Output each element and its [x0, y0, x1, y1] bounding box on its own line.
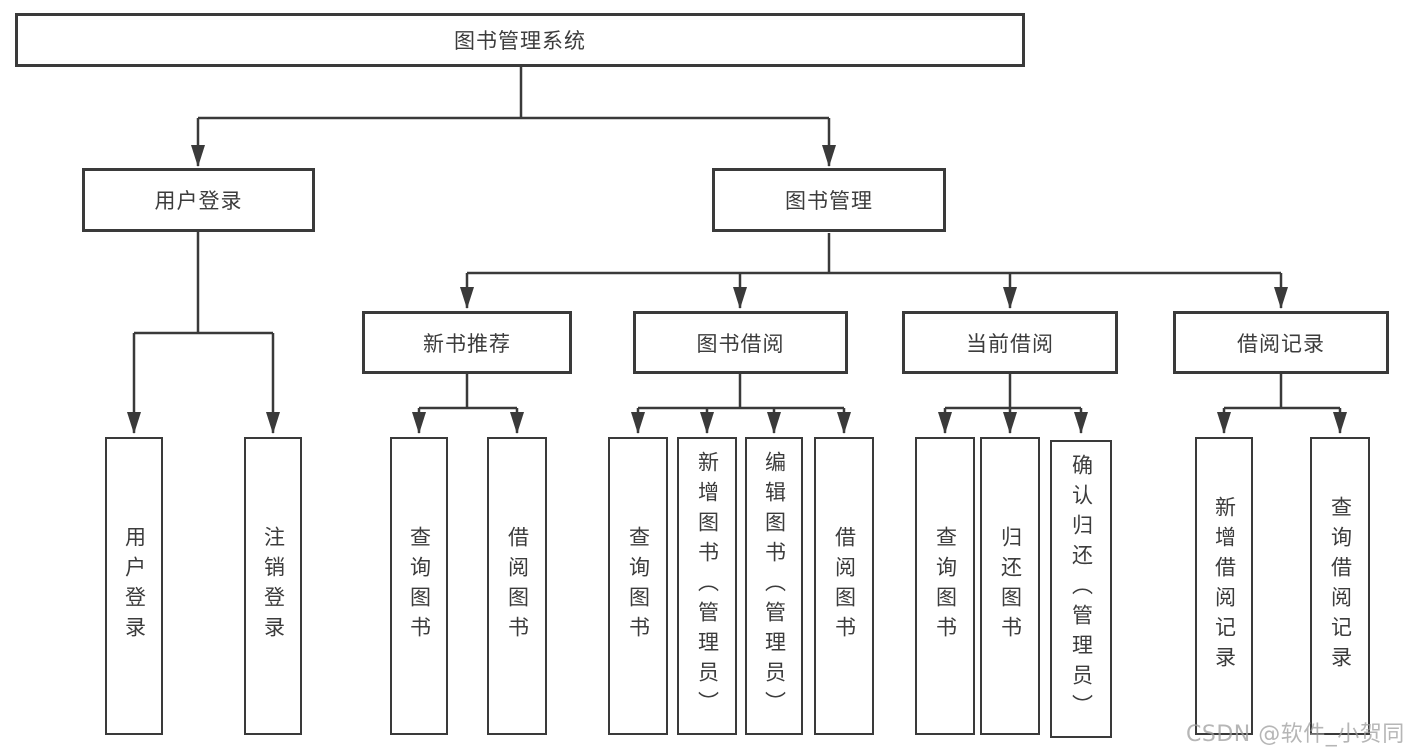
node-label: 查询图书	[933, 526, 958, 646]
leaf-query-book-recommend: 查询图书	[390, 437, 448, 735]
leaf-add-borrow-record: 新增借阅记录	[1195, 437, 1253, 735]
connector-userlogin-trunk	[134, 232, 273, 335]
node-label: 用户登录	[154, 189, 243, 213]
node-label: 图书借阅	[696, 331, 785, 356]
leaf-query-borrow-record: 查询借阅记录	[1310, 437, 1370, 735]
node-label: 图书管理系统	[454, 29, 586, 53]
node-label: 注销登录	[261, 526, 286, 646]
node-label: 新增借阅记录	[1212, 496, 1237, 676]
connector-currentborrow-trunk	[945, 374, 1081, 410]
leaf-borrow-book: 借阅图书	[814, 437, 874, 735]
node-label: 借阅图书	[832, 526, 857, 646]
connector-bookmgmt-trunk	[467, 233, 1281, 275]
leaf-add-book-admin: 新增图书（管理员）	[677, 437, 737, 735]
node-book-borrow: 图书借阅	[633, 311, 848, 374]
node-label: 当前借阅	[966, 331, 1054, 356]
node-new-book-recommend: 新书推荐	[362, 311, 572, 374]
csdn-watermark: CSDN @软件_小贺同学	[1186, 722, 1405, 747]
leaf-confirm-return-admin: 确认归还（管理员）	[1050, 440, 1112, 738]
node-label: 借阅记录	[1237, 331, 1325, 356]
leaf-user-login: 用户登录	[105, 437, 163, 735]
node-user-login: 用户登录	[82, 168, 315, 232]
connector-records-trunk	[1224, 374, 1340, 410]
node-label: 确认归还（管理员）	[1069, 454, 1094, 724]
node-label: 借阅图书	[505, 526, 530, 646]
node-label: 图书管理	[785, 189, 873, 213]
node-borrow-records: 借阅记录	[1173, 311, 1389, 374]
leaf-query-book-current: 查询图书	[915, 437, 975, 735]
leaf-return-book: 归还图书	[980, 437, 1040, 735]
connector-root-trunk	[198, 66, 829, 120]
leaf-logout: 注销登录	[244, 437, 302, 735]
node-label: 归还图书	[998, 526, 1023, 646]
connector-bookborrow-trunk	[638, 374, 844, 410]
node-book-management: 图书管理	[712, 168, 946, 232]
node-label: 查询图书	[626, 526, 651, 646]
node-current-borrow: 当前借阅	[902, 311, 1118, 374]
node-label: 查询借阅记录	[1328, 496, 1353, 676]
node-label: 用户登录	[122, 526, 147, 646]
node-label: 新增图书（管理员）	[695, 451, 720, 721]
leaf-query-book-borrow: 查询图书	[608, 437, 668, 735]
leaf-edit-book-admin: 编辑图书（管理员）	[745, 437, 803, 735]
leaf-borrow-book-recommend: 借阅图书	[487, 437, 547, 735]
connector-newbook-trunk	[419, 374, 517, 410]
node-label: 查询图书	[407, 526, 432, 646]
node-label: 新书推荐	[423, 331, 511, 356]
node-label: 编辑图书（管理员）	[762, 451, 787, 721]
node-root-system: 图书管理系统	[15, 13, 1025, 67]
